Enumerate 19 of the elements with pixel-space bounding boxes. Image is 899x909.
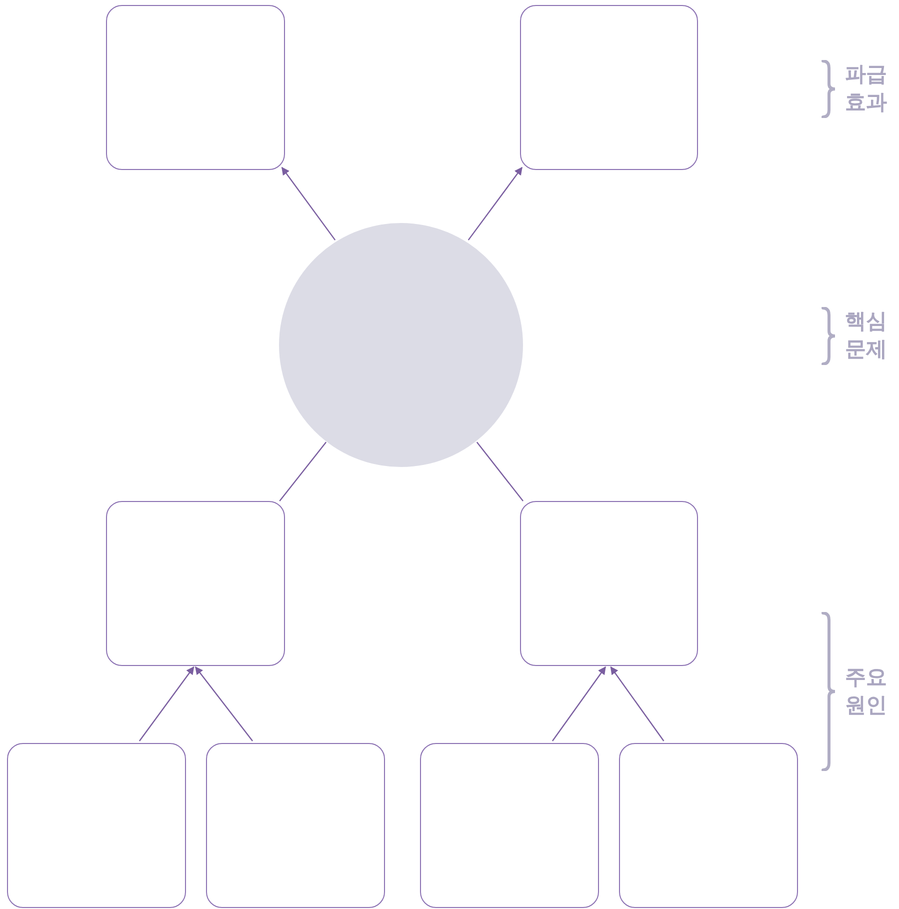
empty-box	[520, 501, 698, 666]
empty-box	[106, 501, 285, 666]
arrow	[195, 666, 254, 742]
arrow	[281, 166, 336, 240]
empty-box	[619, 743, 798, 908]
empty-box	[7, 743, 186, 908]
arrow	[468, 166, 522, 240]
connector-line	[476, 442, 524, 502]
empty-box	[520, 5, 698, 170]
side-label: 주요 원인	[845, 664, 888, 718]
arrow	[552, 666, 606, 742]
arrow	[138, 666, 194, 742]
empty-box	[106, 5, 285, 170]
side-label: 파급 효과	[845, 61, 888, 116]
connector-line	[279, 442, 327, 502]
side-label: 핵심 문제	[845, 308, 888, 363]
empty-box	[420, 743, 599, 908]
empty-box	[206, 743, 385, 908]
arrow	[610, 666, 664, 742]
